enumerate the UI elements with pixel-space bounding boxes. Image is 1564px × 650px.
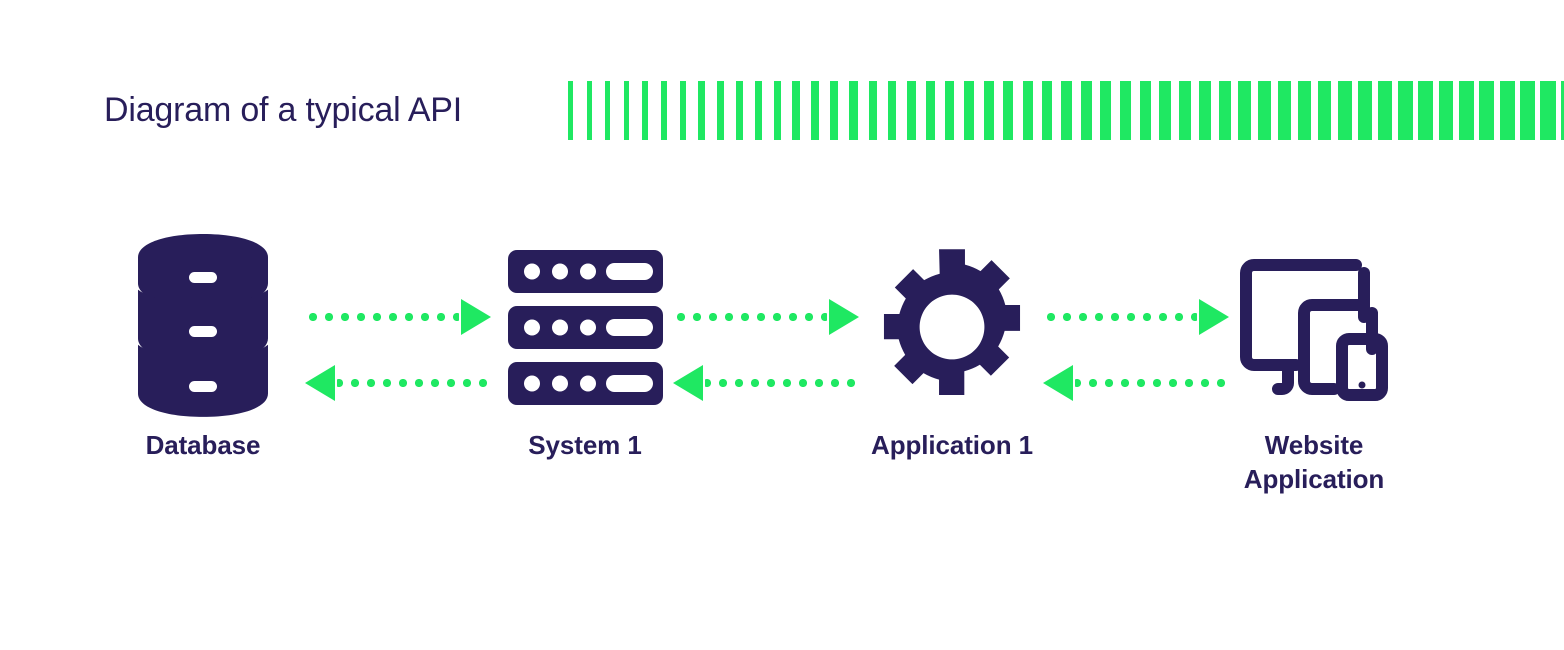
arrow-backward-website-to-application1 (1043, 365, 1229, 401)
barcode-bar (1080, 81, 1092, 140)
diagram-node-database[interactable]: Database (88, 232, 318, 462)
barcode-bar (1479, 81, 1495, 140)
barcode-bar (792, 81, 801, 140)
barcode-bar (1120, 81, 1132, 140)
barcode-bar (1499, 81, 1515, 140)
arrowhead-right-icon (829, 299, 859, 335)
dotted-line (337, 379, 491, 387)
page-title: Diagram of a typical API (104, 91, 463, 129)
barcode-bar (1560, 81, 1564, 140)
barcode-bar (906, 81, 916, 140)
node-label-line1: Database (145, 430, 261, 460)
barcode-bar (983, 81, 994, 140)
barcode-bar (1278, 81, 1292, 140)
arrow-forward-application1-to-website (1043, 299, 1229, 335)
barcode-bar (586, 81, 592, 140)
dotted-line (305, 313, 459, 321)
barcode-bar (1198, 81, 1211, 140)
barcode-bar (1540, 81, 1557, 140)
barcode-bar (1458, 81, 1474, 140)
node-label-line2: Application (1243, 464, 1385, 494)
barcode-bar (1298, 81, 1312, 140)
arrowhead-left-icon (1043, 365, 1073, 401)
barcode-bar (830, 81, 839, 140)
diagram-node-label: Application 1 (837, 428, 1067, 462)
connector-system1-application1 (673, 278, 859, 401)
arrow-backward-application1-to-system1 (673, 365, 859, 401)
barcode-bar (1398, 81, 1413, 140)
node-label-line1: Website (1264, 430, 1364, 460)
barcode-bar (717, 81, 724, 140)
barcode-bar (1238, 81, 1251, 140)
barcode-bar (1438, 81, 1454, 140)
barcode-bar (1519, 81, 1536, 140)
barcode-bar (660, 81, 667, 140)
barcode-bar (1258, 81, 1271, 140)
arrow-forward-database-to-system1 (305, 299, 491, 335)
barcode-bar (811, 81, 820, 140)
barcode-bar (568, 81, 573, 140)
header: Diagram of a typical API (0, 0, 1564, 200)
barcode-bar (1218, 81, 1231, 140)
connector-database-system1 (305, 278, 491, 401)
barcode-bar (605, 81, 611, 140)
node-label-line1: Application 1 (871, 430, 1033, 460)
arrow-backward-system1-to-database (305, 365, 491, 401)
barcode-bar (1418, 81, 1433, 140)
dotted-line (1075, 379, 1229, 387)
barcode-bar (735, 81, 743, 140)
barcode-bar (1318, 81, 1332, 140)
server-rack-icon (470, 232, 700, 422)
diagram-node-system1[interactable]: System 1 (470, 232, 700, 462)
node-label-line1: System 1 (528, 430, 642, 460)
barcode-bar (1061, 81, 1072, 140)
barcode-bar (698, 81, 705, 140)
barcode-bar (1358, 81, 1372, 140)
api-flow-diagram: Database System (0, 232, 1564, 562)
dotted-line (1043, 313, 1197, 321)
arrowhead-right-icon (1199, 299, 1229, 335)
gear-icon (837, 232, 1067, 422)
dotted-line (705, 379, 859, 387)
arrowhead-left-icon (305, 365, 335, 401)
diagram-node-label: Website Application (1199, 428, 1429, 496)
barcode-bar (754, 81, 762, 140)
diagram-node-website-application[interactable]: Website Application (1199, 232, 1429, 496)
barcode-bar (679, 81, 686, 140)
barcode-bar (1159, 81, 1171, 140)
arrow-forward-system1-to-application1 (673, 299, 859, 335)
barcode-bar (1338, 81, 1352, 140)
barcode-bar (773, 81, 781, 140)
arrowhead-left-icon (673, 365, 703, 401)
barcode-bar (887, 81, 897, 140)
barcode-bar (945, 81, 955, 140)
barcode-bar (964, 81, 974, 140)
diagram-node-application1[interactable]: Application 1 (837, 232, 1067, 462)
connector-application1-website (1043, 278, 1229, 401)
barcode-bar (642, 81, 649, 140)
barcode-bar (868, 81, 877, 140)
green-barcode-stripes (568, 81, 1564, 140)
barcode-bar (849, 81, 858, 140)
barcode-bar (1139, 81, 1152, 140)
barcode-bar (1041, 81, 1053, 140)
barcode-bar (1100, 81, 1112, 140)
barcode-bar (1022, 81, 1033, 140)
barcode-bar (1378, 81, 1393, 140)
diagram-node-label: System 1 (470, 428, 700, 462)
diagram-node-label: Database (88, 428, 318, 462)
arrowhead-right-icon (461, 299, 491, 335)
barcode-bar (925, 81, 936, 140)
database-icon (88, 232, 318, 422)
dotted-line (673, 313, 827, 321)
barcode-bar (623, 81, 630, 140)
devices-icon (1199, 232, 1429, 422)
barcode-bar (1003, 81, 1014, 140)
barcode-bar (1179, 81, 1191, 140)
